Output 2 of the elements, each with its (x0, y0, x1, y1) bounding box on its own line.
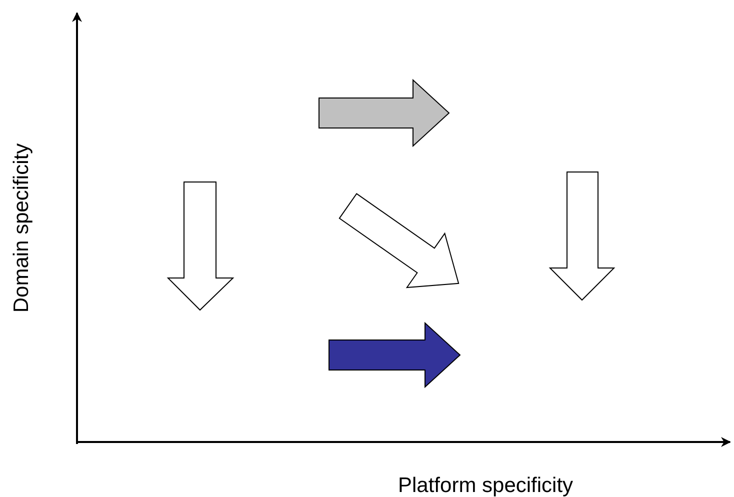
axis-title: Domain specificity (10, 143, 34, 313)
axis-title: Platform specificity (398, 474, 574, 497)
